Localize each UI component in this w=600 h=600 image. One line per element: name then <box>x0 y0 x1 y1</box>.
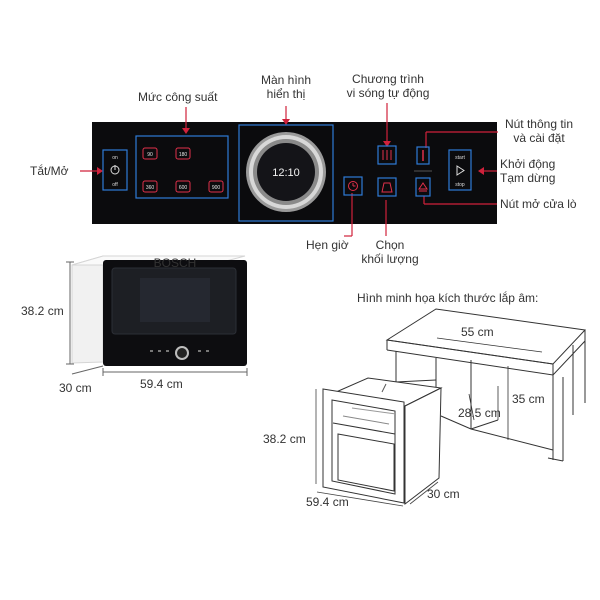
power-label-180: 180 <box>179 152 188 158</box>
callout-auto-program-line1: Chương trình <box>352 72 424 86</box>
callout-info-settings: Nút thông tin và cài đặt <box>497 117 581 145</box>
product-width-label: 59.4 cm <box>140 377 183 391</box>
display-box <box>238 124 334 222</box>
oven-depth-label: 30 cm <box>427 487 460 501</box>
power-button-90[interactable] <box>142 147 158 160</box>
product-dimension-lines <box>66 261 248 376</box>
callout-auto-program-line2: vi sóng tự động <box>346 86 430 100</box>
off-label: off <box>112 182 118 188</box>
callout-start-line1: Khởi động <box>500 157 556 171</box>
start-stop-box <box>448 149 472 191</box>
display-screen <box>257 143 315 201</box>
power-button-360[interactable] <box>142 180 158 193</box>
callout-power-level: Mức công suất <box>138 90 218 104</box>
callout-door-open: Nút mở cửa lò <box>500 197 577 211</box>
callout-display-line2: hiển thị <box>266 87 306 101</box>
callout-timer: Hẹn giờ <box>306 238 349 252</box>
oven-dimension-lines <box>315 389 439 507</box>
on-off-box <box>102 149 128 191</box>
info-box <box>416 146 430 165</box>
microwave-product <box>71 255 247 366</box>
weight-icon[interactable] <box>381 182 393 193</box>
clock-readout: 12:10 <box>272 167 300 179</box>
power-label-360: 360 <box>146 185 155 191</box>
callout-lines <box>80 103 498 237</box>
callout-info-settings-line2: và cài đặt <box>513 131 565 145</box>
door-open-box <box>415 177 431 197</box>
timer-icon[interactable] <box>348 181 358 191</box>
timer-box <box>343 176 363 196</box>
power-button-600[interactable] <box>175 180 191 193</box>
power-label-90: 90 <box>147 152 153 158</box>
stop-label: stop <box>455 182 465 188</box>
oven-width-label: 59.4 cm <box>306 495 349 509</box>
callout-start-line2: Tạm dừng <box>500 171 556 185</box>
callout-info-settings-line1: Nút thông tin <box>504 117 574 131</box>
power-label-900: 900 <box>212 185 221 191</box>
callout-weight: Chọn khối lượng <box>360 238 420 266</box>
cabinet-dimension-lines <box>436 337 543 440</box>
callout-start-pause: Khởi động Tạm dừng <box>500 157 555 185</box>
power-button-900[interactable] <box>208 180 224 193</box>
power-buttons <box>142 147 224 193</box>
power-level-box <box>135 135 229 199</box>
play-icon[interactable] <box>456 165 465 176</box>
weight-box <box>377 177 397 197</box>
auto-program-box <box>377 145 397 165</box>
callout-weight-line2: khối lượng <box>361 252 419 266</box>
oven-height-label: 38.2 cm <box>263 432 306 446</box>
cabinet-depth-label: 28.5 cm <box>458 406 501 420</box>
auto-program-icon[interactable] <box>382 150 392 160</box>
callout-weight-line1: Chọn <box>375 238 405 252</box>
door-open-icon[interactable] <box>418 182 428 192</box>
power-label-600: 600 <box>179 185 188 191</box>
cabinet <box>385 308 587 462</box>
callout-display-line1: Màn hình <box>260 73 312 87</box>
cabinet-height-label: 35 cm <box>512 392 545 406</box>
callout-on-off: Tắt/Mở <box>30 164 69 178</box>
power-button-180[interactable] <box>175 147 191 160</box>
on-label: on <box>112 155 118 161</box>
product-depth-label: 30 cm <box>59 381 92 395</box>
product-height-label: 38.2 cm <box>21 304 64 318</box>
brand-logo-text: BOSCH <box>154 256 197 270</box>
start-label: start <box>455 155 465 161</box>
callout-display: Màn hình hiển thị <box>248 73 324 101</box>
callout-auto-program: Chương trình vi sóng tự động <box>335 72 441 100</box>
install-title: Hình minh họa kích thước lắp âm: <box>357 291 539 305</box>
built-in-oven <box>322 377 443 506</box>
cabinet-width-label: 55 cm <box>461 325 494 339</box>
